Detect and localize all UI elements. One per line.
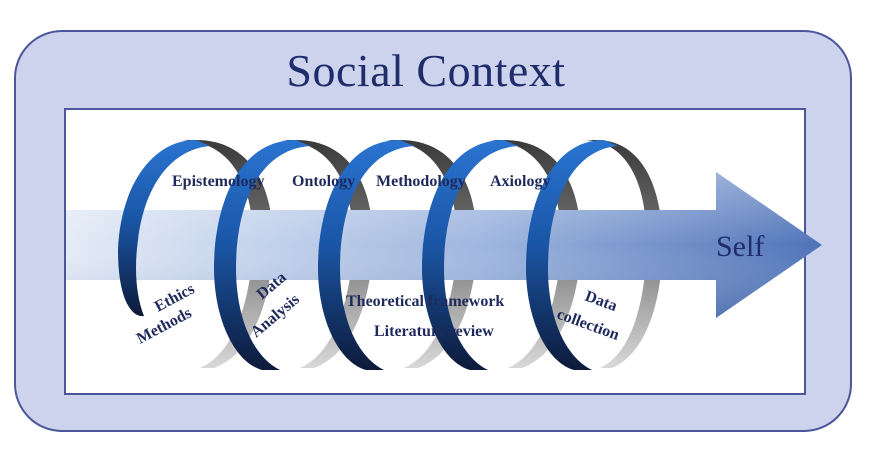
- helix-coil-icon: [118, 140, 618, 370]
- label-self: Self: [716, 230, 764, 263]
- label-ontology: Ontology: [292, 173, 355, 190]
- label-theoretical-framework: Theoretical framework: [346, 293, 504, 310]
- label-methodology: Methodology: [376, 173, 466, 190]
- label-axiology: Axiology: [490, 173, 550, 190]
- label-epistemology: Epistemology: [172, 173, 264, 190]
- label-literature-review: Literature review: [374, 323, 494, 340]
- label-data-collection-line1: Data: [583, 288, 620, 315]
- diagram-title: Social Context: [286, 45, 566, 96]
